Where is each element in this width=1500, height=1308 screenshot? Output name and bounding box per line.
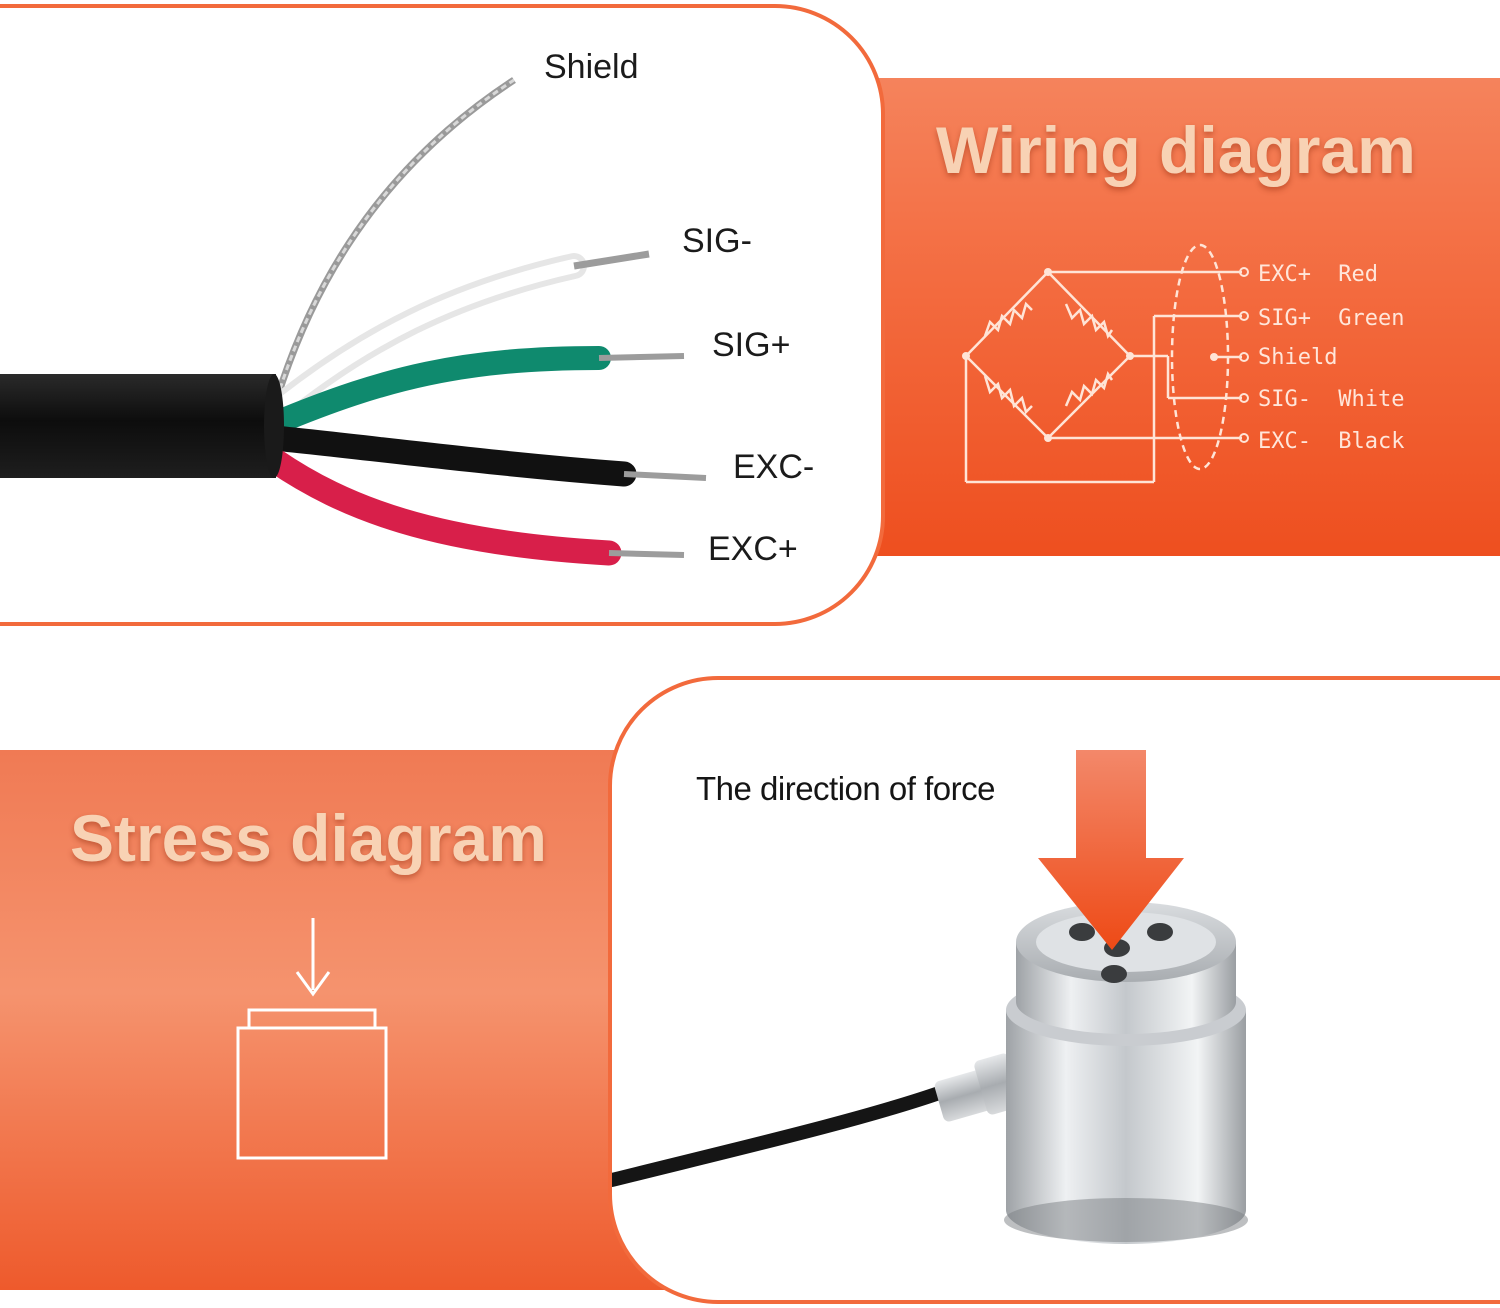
legend-row-shield: Shield <box>1258 345 1337 370</box>
legend-row-sig-plus: SIG+ Green <box>1258 306 1404 331</box>
legend-color: White <box>1338 387 1405 412</box>
label-exc-minus: EXC- <box>733 448 815 486</box>
label-shield: Shield <box>544 48 639 86</box>
legend-row-exc-minus: EXC- Black <box>1258 429 1404 454</box>
legend-terminal: EXC+ <box>1258 262 1311 287</box>
load-cell-cable <box>612 1085 949 1187</box>
force-direction-label: The direction of force <box>696 770 996 807</box>
legend-color: Red <box>1338 262 1378 287</box>
stress-diagram-title: Stress diagram <box>70 801 547 875</box>
legend-terminal: Shield <box>1258 345 1338 370</box>
legend-terminal: SIG- <box>1258 387 1311 412</box>
label-exc-plus: EXC+ <box>708 530 798 568</box>
load-cell-body <box>1006 1010 1246 1244</box>
cable-jacket <box>0 374 276 478</box>
force-direction-arrow <box>1038 750 1184 950</box>
legend-terminal: EXC- <box>1258 429 1311 454</box>
legend-color: Green <box>1338 306 1405 331</box>
label-sig-plus: SIG+ <box>712 326 791 364</box>
black-wire <box>261 425 637 487</box>
white-wire-strand <box>573 250 650 270</box>
legend-row-sig-minus: SIG- White <box>1258 387 1404 412</box>
legend-color: Black <box>1338 429 1405 454</box>
wiring-diagram-title: Wiring diagram <box>936 113 1416 187</box>
black-wire-strand <box>623 471 707 481</box>
load-cell-illustration <box>612 750 1248 1244</box>
green-wire-strand <box>598 353 685 361</box>
red-wire-strand <box>608 550 685 558</box>
green-wire <box>264 346 611 435</box>
legend-row-exc-plus: EXC+ Red <box>1258 262 1378 287</box>
cable-photo-panel <box>0 4 885 626</box>
cable-illustration <box>0 77 707 566</box>
load-cell-photo-panel <box>608 676 1500 1304</box>
label-sig-minus: SIG- <box>682 222 752 260</box>
red-wire <box>261 447 622 566</box>
legend-terminal: SIG+ <box>1258 306 1311 331</box>
